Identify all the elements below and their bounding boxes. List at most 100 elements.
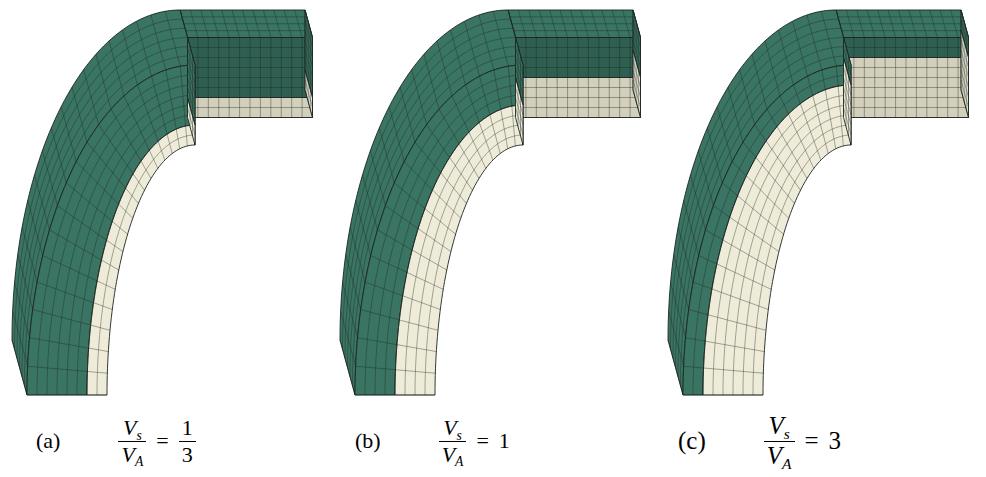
mesh-line [57, 95, 195, 395]
mesh-line [425, 135, 523, 395]
mesh-line [713, 95, 851, 395]
mesh-line [633, 90, 641, 118]
fraction-bar [118, 441, 146, 442]
mesh-line [395, 105, 523, 395]
inner-layer-face [395, 105, 523, 395]
fraction: 13 [179, 415, 196, 467]
fraction-denominator: VA [118, 442, 146, 467]
mesh-line [703, 85, 851, 395]
mesh-line [184, 23, 309, 24]
subscript: s [457, 428, 462, 443]
mesh-line [375, 85, 523, 395]
mesh-line [844, 57, 969, 58]
equals-sign: = [156, 428, 168, 454]
inner-layer-face [703, 85, 851, 395]
outer-layer-face [508, 10, 641, 38]
mesh-line [415, 125, 523, 395]
mesh-line [186, 30, 311, 31]
mesh-line [516, 47, 641, 48]
mesh-line [753, 135, 851, 395]
mesh-line [516, 107, 641, 108]
caption: (c)VsVA=3 [678, 410, 841, 472]
mesh-line [47, 85, 195, 395]
mesh-line [844, 108, 852, 136]
fraction: VsVA [764, 412, 795, 471]
mesh-line [188, 87, 313, 88]
mesh-line [844, 77, 969, 78]
ratio-value: 3 [829, 427, 842, 455]
mesh-line [743, 125, 851, 395]
outer-layer-face [836, 10, 969, 38]
mesh-line [305, 90, 313, 118]
fraction: VsVA [439, 415, 467, 467]
subscript: A [782, 455, 791, 472]
mesh-line [188, 77, 313, 78]
subscript: s [784, 425, 790, 442]
variable: V [442, 442, 455, 467]
mesh-line [182, 16, 307, 17]
mesh-line [516, 77, 641, 78]
mesh-line [77, 115, 195, 395]
ratio-value: 1 [182, 415, 193, 440]
fraction-denominator: VA [764, 442, 795, 471]
mesh-line [844, 37, 969, 38]
mesh-line [510, 16, 635, 17]
mesh-line [188, 108, 196, 136]
mesh-line [188, 107, 313, 108]
fraction-numerator: Vs [765, 412, 792, 441]
mesh-line [961, 90, 969, 118]
mesh-line [844, 87, 969, 88]
mesh-line [87, 125, 195, 395]
mesh-line [844, 47, 969, 48]
outer-layer-face [683, 65, 851, 395]
caption-letter: (a) [36, 428, 60, 454]
mesh-line [37, 75, 195, 395]
outer-layer-face [27, 65, 195, 395]
mesh-line [842, 30, 967, 31]
mesh-line [188, 37, 313, 38]
mesh-line [188, 97, 313, 98]
mesh-line [516, 67, 641, 68]
mesh-line [733, 115, 851, 395]
fraction-bar [764, 441, 795, 442]
subscript: A [455, 454, 463, 469]
inner-layer-face [188, 98, 196, 146]
variable: V [768, 412, 783, 439]
mesh-line [844, 97, 969, 98]
subscript: s [136, 428, 141, 443]
mesh-line [838, 16, 963, 17]
mesh-line [840, 23, 965, 24]
outer-layer-face [355, 65, 523, 395]
fraction-denominator: VA [439, 442, 467, 467]
ratio-value: 3 [182, 442, 193, 467]
mesh-line [516, 57, 641, 58]
outer-layer-face [340, 10, 523, 395]
fraction-bar [179, 441, 196, 442]
outer-layer-face [668, 10, 851, 395]
bend-figure [12, 10, 313, 395]
fraction-numerator: Vs [440, 415, 465, 440]
outer-layer-face [12, 10, 195, 395]
fraction-denominator: 3 [179, 442, 196, 467]
fraction-bar [439, 441, 467, 442]
outer-layer-face [180, 10, 313, 38]
mesh-line [512, 23, 637, 24]
variable: V [767, 442, 782, 469]
inner-layer-face [516, 78, 524, 146]
bend-figure [340, 10, 641, 395]
mesh-line [516, 37, 641, 38]
mesh-line [405, 115, 523, 395]
ratio-value: 1 [499, 428, 510, 454]
mesh-line [693, 75, 851, 395]
fraction-numerator: 1 [179, 415, 196, 440]
bend-figure [668, 10, 969, 395]
mesh-line [844, 107, 969, 108]
equals-sign: = [805, 427, 819, 455]
mesh-line [516, 97, 641, 98]
mesh-line [516, 87, 641, 88]
mesh-line [188, 67, 313, 68]
subscript: A [135, 454, 143, 469]
mesh-line [844, 67, 969, 68]
mesh-line [188, 117, 313, 118]
